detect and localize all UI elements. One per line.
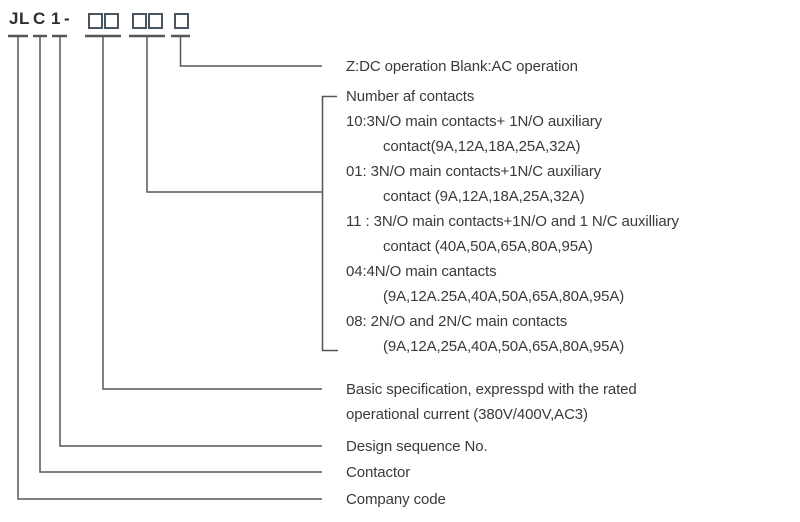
connector-operation (179, 37, 322, 67)
label-basic-spec-line2: operational current (380V/400V,AC3) (346, 406, 588, 423)
code-dash: - (64, 9, 71, 28)
contacts-line-04-detail: (9A,12A.25A,40A,50A,65A,80A,95A) (383, 288, 625, 305)
code-box (148, 13, 163, 29)
code-letter-c: C (33, 9, 46, 28)
contacts-line-01: 01: 3N/O main contacts+1N/C auxiliary (346, 163, 602, 180)
label-company-code: Company code (346, 491, 446, 508)
contacts-line-08: 08: 2N/O and 2N/C main contacts (346, 313, 568, 330)
code-box (132, 13, 147, 29)
connector-contacts (146, 37, 323, 193)
connector-basic-spec (102, 37, 322, 390)
contacts-line-11: 11 : 3N/O main contacts+1N/O and 1 N/C a… (346, 213, 679, 230)
connector-company-code (17, 37, 322, 500)
code-box (174, 13, 189, 29)
contacts-line-08-detail: (9A,12A,25A,40A,50A,65A,80A,95A) (383, 338, 625, 355)
contacts-title: Number af contacts (346, 88, 475, 105)
contacts-bracket (321, 95, 338, 352)
code-letter-jl: JL (9, 9, 30, 28)
label-basic-spec-line1: Basic specification, expresspd with the … (346, 381, 637, 398)
contacts-line-10-detail: contact(9A,12A,18A,25A,32A) (383, 138, 581, 155)
code-box (104, 13, 119, 29)
label-design-sequence: Design sequence No. (346, 438, 488, 455)
code-box (88, 13, 103, 29)
contacts-line-10: 10:3N/O main contacts+ 1N/O auxiliary (346, 113, 602, 130)
connector-design-sequence (59, 37, 322, 447)
contacts-line-11-detail: contact (40A,50A,65A,80A,95A) (383, 238, 593, 255)
code-digit-1: 1 (51, 9, 61, 28)
contacts-line-01-detail: contact (9A,12A,18A,25A,32A) (383, 188, 585, 205)
label-operation: Z:DC operation Blank:AC operation (346, 58, 578, 75)
connector-contactor (39, 37, 322, 473)
label-contactor: Contactor (346, 464, 411, 481)
contacts-block: Number af contacts 10:3N/O main contacts… (346, 84, 679, 359)
contacts-line-04: 04:4N/O main cantacts (346, 263, 497, 280)
